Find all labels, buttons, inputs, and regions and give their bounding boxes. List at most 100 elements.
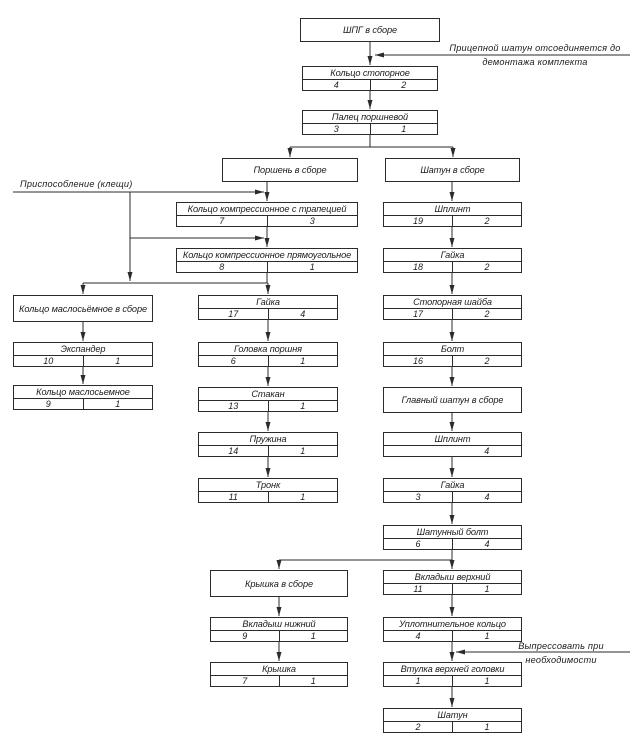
node-quantity: 1 xyxy=(267,401,338,411)
node-oil-ring-assembly: Кольцо маслосьёмное в сборе xyxy=(13,295,153,322)
node-quantity: 1 xyxy=(267,446,338,456)
node-title: Поршень в сборе xyxy=(253,165,327,175)
node-title: Шплинт xyxy=(384,433,521,446)
node-title: Шатунный болт xyxy=(384,526,521,539)
node-rod: Шатун 2 1 xyxy=(383,708,522,733)
node-quantity: 2 xyxy=(452,309,521,319)
node-quantity: 1 xyxy=(452,722,521,732)
node-nut: Гайка 18 2 xyxy=(383,248,522,273)
node-position-number: 9 xyxy=(45,399,51,409)
node-master-rod-assembly: Главный шатун в сборе xyxy=(383,387,522,413)
node-position-number: 2 xyxy=(415,722,421,732)
node-circlip: Кольцо стопорное 4 2 xyxy=(302,66,438,91)
node-cotter-pin: Шплинт 4 xyxy=(383,432,522,457)
node-title: Крышка xyxy=(211,663,347,676)
annotation-detach-rod-line2: демонтажа комплекта xyxy=(482,57,588,67)
node-nut: Гайка 3 4 xyxy=(383,478,522,503)
node-title: Гайка xyxy=(384,249,521,262)
node-position-number: 13 xyxy=(228,401,239,411)
node-piston-pin: Палец поршневой 3 1 xyxy=(302,110,438,135)
node-quantity: 1 xyxy=(267,356,338,366)
node-quantity: 1 xyxy=(267,492,338,502)
node-quantity: 1 xyxy=(369,124,438,134)
node-quantity: 1 xyxy=(266,262,358,272)
node-quantity: 1 xyxy=(452,631,521,641)
node-cup: Стакан 13 1 xyxy=(198,387,338,412)
node-position-number: 3 xyxy=(333,124,339,134)
node-title: Палец поршневой xyxy=(303,111,437,124)
node-title: Головка поршня xyxy=(199,343,337,356)
node-title: Кольцо компрессионное прямоугольное xyxy=(177,249,357,262)
node-quantity: 2 xyxy=(369,80,438,90)
node-quantity: 1 xyxy=(278,676,348,686)
node-quantity: 1 xyxy=(82,356,153,366)
node-quantity: 4 xyxy=(484,446,490,456)
node-position-number: 18 xyxy=(412,262,423,272)
node-title: Шатун xyxy=(384,709,521,722)
node-title: Вкладыш нижний xyxy=(211,618,347,631)
node-spring: Пружина 14 1 xyxy=(198,432,338,457)
node-title: Гайка xyxy=(384,479,521,492)
node-position-number: 11 xyxy=(413,584,423,594)
node-title: Экспандер xyxy=(14,343,152,356)
node-quantity: 4 xyxy=(452,492,521,502)
node-title: Кольцо маслосьемное xyxy=(14,386,152,399)
node-position-number: 16 xyxy=(412,356,423,366)
node-position-number: 19 xyxy=(412,216,423,226)
node-quantity: 3 xyxy=(266,216,358,226)
node-title: Шатун в сборе xyxy=(420,165,485,175)
node-quantity: 1 xyxy=(452,584,521,594)
node-position-number: 17 xyxy=(412,309,423,319)
node-title: Пружина xyxy=(199,433,337,446)
node-title: Кольцо маслосьёмное в сборе xyxy=(19,303,147,314)
node-rod-bolt: Шатунный болт 6 4 xyxy=(383,525,522,550)
annotation-press-out-line1: Выпрессовать при xyxy=(518,641,604,651)
annotation-tool-pliers: Приспособление (клещи) xyxy=(20,179,133,189)
node-position-number: 7 xyxy=(219,216,225,226)
node-title: Стопорная шайба xyxy=(384,296,521,309)
node-nut: Гайка 17 4 xyxy=(198,295,338,320)
node-title: Крышка в сборе xyxy=(245,578,313,589)
node-position-number: 4 xyxy=(415,631,421,641)
annotation-press-out-line2: необходимости xyxy=(525,655,597,665)
node-lock-washer: Стопорная шайба 17 2 xyxy=(383,295,522,320)
node-rod-assembly: Шатун в сборе xyxy=(385,158,520,182)
node-position-number: 10 xyxy=(43,356,54,366)
node-position-number: 14 xyxy=(228,446,239,456)
node-cotter-pin: Шплинт 19 2 xyxy=(383,202,522,227)
node-rect-compression-ring: Кольцо компрессионное прямоугольное 8 1 xyxy=(176,248,358,273)
node-quantity: 1 xyxy=(278,631,348,641)
node-quantity: 4 xyxy=(267,309,338,319)
node-title: Кольцо стопорное xyxy=(303,67,437,80)
node-position-number: 7 xyxy=(242,676,248,686)
node-position-number: 8 xyxy=(219,262,225,272)
node-quantity: 2 xyxy=(452,216,521,226)
node-title: Стакан xyxy=(199,388,337,401)
node-position-number: 3 xyxy=(415,492,421,502)
node-trapezoid-compression-ring: Кольцо компрессионное с трапецией 7 3 xyxy=(176,202,358,227)
node-position-number: 6 xyxy=(415,539,421,549)
node-title: Кольцо компрессионное с трапецией xyxy=(177,203,357,216)
node-quantity: 1 xyxy=(452,676,521,686)
node-title: Втулка верхней головки xyxy=(384,663,521,676)
node-cap-assembly: Крышка в сборе xyxy=(210,570,348,597)
node-title: Главный шатун в сборе xyxy=(401,395,504,405)
node-title: Гайка xyxy=(199,296,337,309)
node-position-number: 17 xyxy=(228,309,239,319)
node-quantity: 4 xyxy=(452,539,521,549)
node-quantity: 2 xyxy=(452,262,521,272)
node-cap: Крышка 7 1 xyxy=(210,662,348,687)
node-title: Шплинт xyxy=(384,203,521,216)
annotation-detach-rod-line1: Прицепной шатун отсоединяется до xyxy=(449,43,621,53)
node-title: Вкладыш верхний xyxy=(384,571,521,584)
node-position-number: 4 xyxy=(333,80,339,90)
